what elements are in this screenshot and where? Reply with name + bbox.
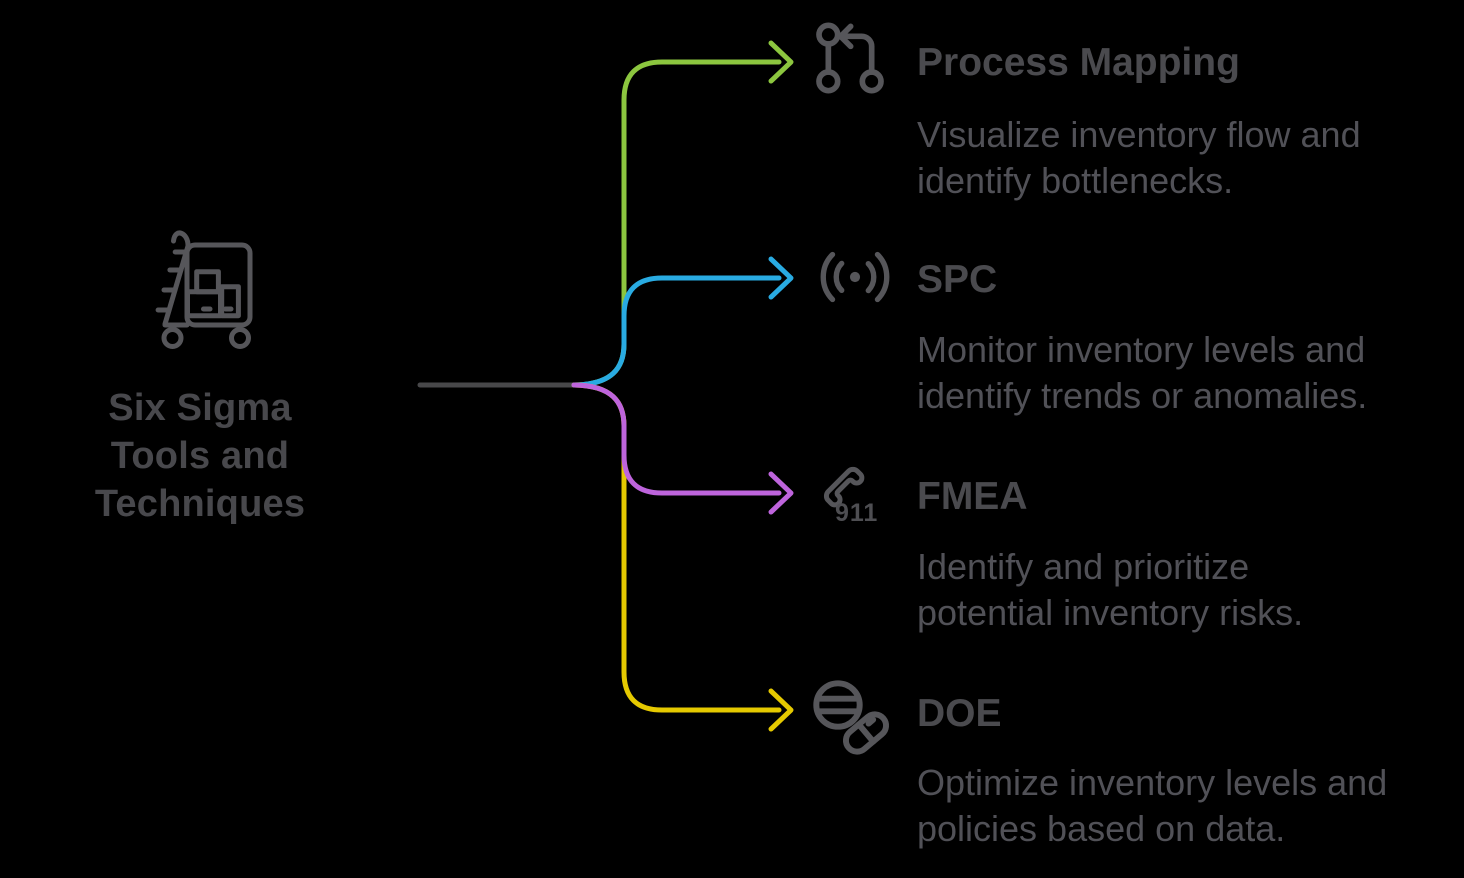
branch-title: SPC (917, 258, 998, 301)
branch-title: FMEA (917, 475, 1028, 518)
cart-with-boxes-icon (155, 230, 253, 349)
arrowhead-icon-process-mapping (768, 40, 794, 84)
emergency-call-911-icon (823, 466, 865, 508)
branch-description: Optimize inventory levels and policies b… (917, 762, 1388, 849)
branch-line-process-mapping (571, 59, 782, 388)
branch-line-spc (571, 275, 782, 388)
emergency-number-label: 911 (835, 499, 879, 527)
branch-line-fmea (571, 382, 782, 496)
arrowhead-icon-doe (768, 688, 794, 732)
branch-description: Monitor inventory levels and identify tr… (917, 329, 1368, 416)
root-node-label: Six Sigma Tools and Techniques (94, 387, 306, 525)
radio-signal-icon (820, 251, 890, 303)
arrowhead-icon-fmea (768, 471, 794, 515)
git-pull-request-icon (816, 22, 884, 94)
branch-line-doe (571, 382, 782, 713)
branch-description: Visualize inventory flow and identify bo… (917, 114, 1361, 201)
pills-icon (813, 680, 890, 755)
branch-description: Identify and prioritize potential invent… (917, 546, 1304, 633)
branch-title: Process Mapping (917, 41, 1240, 84)
arrowhead-icon-spc (768, 256, 794, 300)
branch-title: DOE (917, 692, 1002, 735)
